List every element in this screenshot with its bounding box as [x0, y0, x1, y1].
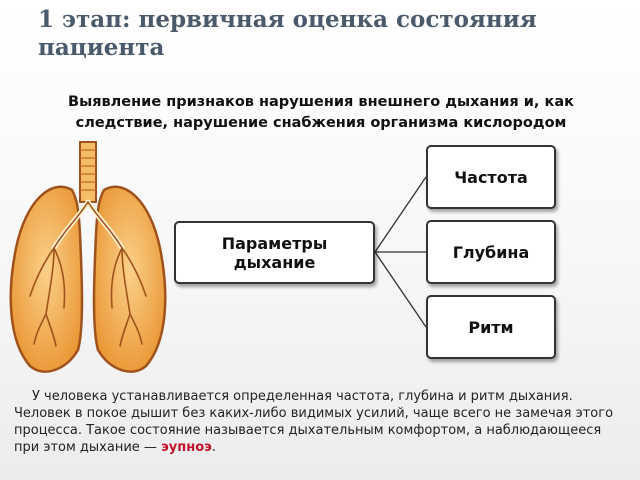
slide-title: 1 этап: первичная оценка состояния пацие… [38, 6, 537, 61]
description-text: У человека устанавливается определенная … [14, 389, 614, 455]
description-paragraph: У человека устанавливается определенная … [14, 388, 624, 456]
node-depth: Глубина [426, 220, 556, 284]
slide-subtitle: Выявление признаков нарушения внешнего д… [68, 94, 574, 131]
node-frequency: Частота [426, 145, 556, 209]
lungs-icon [9, 141, 167, 373]
node-breathing-parameters: Параметры дыхание [174, 221, 375, 284]
highlighted-term: эупноэ [161, 440, 212, 455]
node-depth-label: Глубина [452, 242, 530, 262]
description-end: . [211, 440, 216, 455]
node-rhythm: Ритм [426, 295, 556, 359]
node-rhythm-label: Ритм [468, 317, 514, 337]
node-frequency-label: Частота [454, 167, 528, 187]
node-breathing-parameters-label: Параметры дыхание [221, 233, 328, 272]
